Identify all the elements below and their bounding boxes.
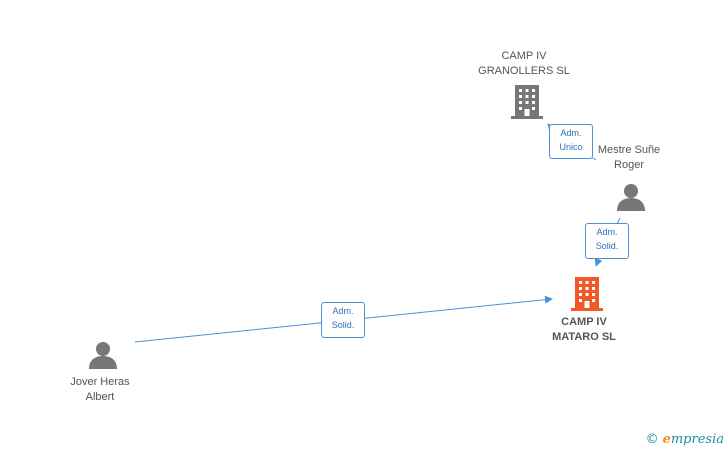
edge-badge-jover-mataro[interactable]: Adm. Solid. xyxy=(321,302,365,338)
brand-logo-text: mpresia xyxy=(670,432,724,447)
node-label-jover[interactable]: Jover Heras Albert xyxy=(55,375,145,405)
edge-badge-mestre-mataro[interactable]: Adm. Solid. xyxy=(585,223,629,259)
edge-badge-line: Adm. xyxy=(560,128,582,138)
node-label-line: CAMP IV xyxy=(501,50,547,62)
copyright-icon: © xyxy=(645,432,659,447)
node-label-line: Albert xyxy=(85,391,115,403)
node-label-line: CAMP IV xyxy=(561,316,607,328)
person-icon xyxy=(617,184,645,211)
node-label-line: Mestre Suñe xyxy=(597,144,661,156)
edge-badge-line: Unico xyxy=(559,142,583,152)
edge-badge-line: Solid. xyxy=(595,241,619,251)
brand-footer[interactable]: ©empresia xyxy=(646,432,724,447)
node-label-mestre[interactable]: Mestre Suñe Roger xyxy=(584,143,674,173)
building-icon-main xyxy=(571,277,603,311)
edge-badge-line: Adm. xyxy=(596,227,618,237)
node-label-mataro[interactable]: CAMP IV MATARO SL xyxy=(539,315,629,345)
node-label-line: Jover Heras xyxy=(70,376,130,388)
node-label-line: MATARO SL xyxy=(552,331,616,343)
node-label-line: GRANOLLERS SL xyxy=(478,65,570,77)
edge-badge-line: Solid. xyxy=(331,320,355,330)
building-icon xyxy=(511,85,543,119)
edge-badge-line: Adm. xyxy=(332,306,354,316)
node-label-line: Roger xyxy=(614,159,644,171)
edge-badge-granollers-mestre[interactable]: Adm. Unico xyxy=(549,124,593,159)
node-label-granollers[interactable]: CAMP IV GRANOLLERS SL xyxy=(474,49,574,79)
person-icon xyxy=(89,342,117,369)
brand-logo-letter: e xyxy=(662,432,671,447)
